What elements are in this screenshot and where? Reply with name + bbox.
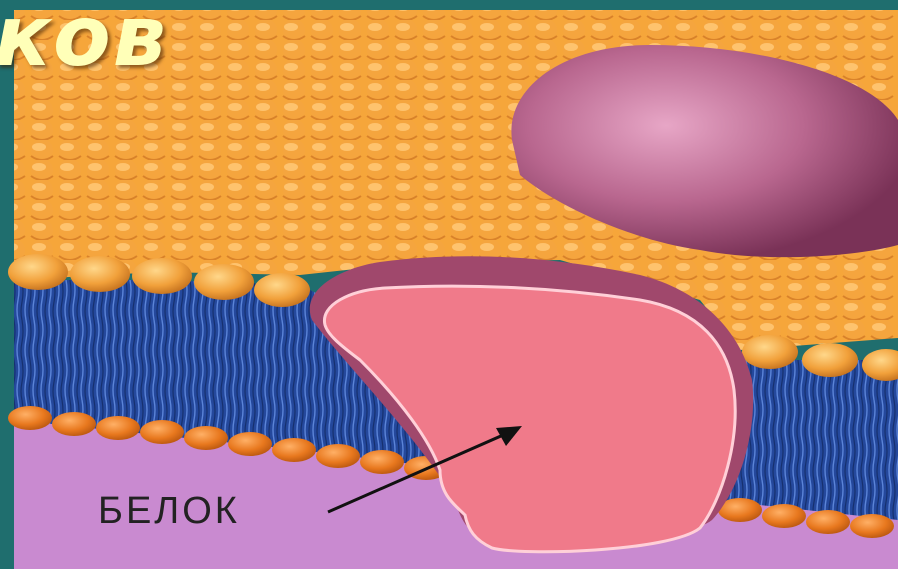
slide-title: ков [0,0,168,78]
frame-left [0,0,14,569]
protein-label: БЕЛОК [98,492,240,530]
